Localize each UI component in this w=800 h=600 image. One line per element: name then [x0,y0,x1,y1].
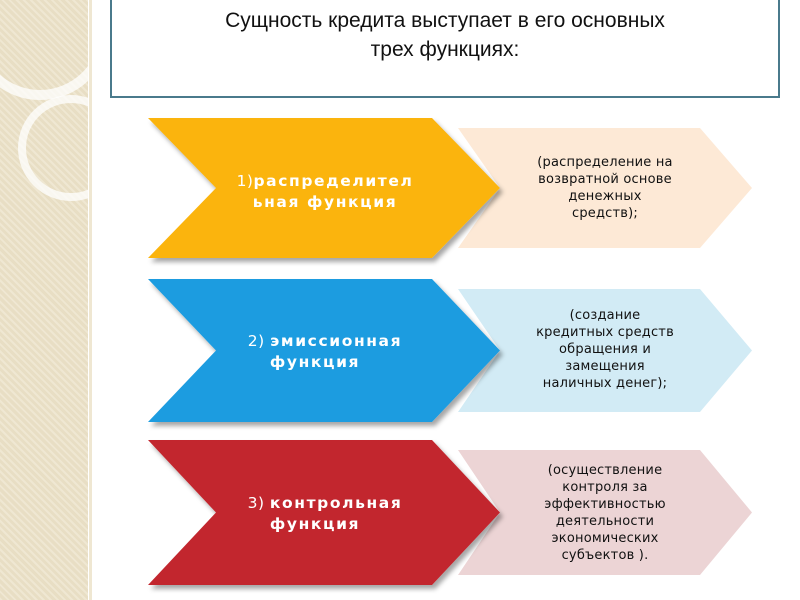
function-1-desc-line: возвратной основе [538,172,672,187]
function-3-name-line-1: 3) контрольная [247,494,403,512]
function-3-desc-line: эффективностью [544,497,666,512]
function-1-name-line-2: ьная функция [252,193,398,211]
function-2-desc-line: наличных денег); [542,376,668,391]
decorative-ring [0,0,88,100]
function-2-chevron [148,279,500,422]
function-3-desc-line: контроля за [562,480,648,495]
title-line-2: трех функциях: [370,38,520,61]
function-2-description: (создание кредитных средств обращения и … [490,307,720,392]
function-1-desc-line: средств); [571,206,639,221]
function-3-desc-line: экономических [551,531,659,546]
function-2-description-chevron [458,289,752,412]
function-3-desc-line: деятельности [555,514,655,529]
function-2-desc-line: (создание [569,308,641,323]
function-2-name-line-2: функция [269,353,361,371]
function-1-chevron [148,118,500,258]
function-3-name-line-2: функция [269,515,361,533]
function-2-desc-line: обращения и [559,342,651,357]
title-box: Сущность кредита выступает в его основны… [110,0,780,98]
function-3-description-chevron [458,450,752,575]
function-1-desc-line: денежных [568,189,642,204]
function-1-name-line-1: 1)распределител [236,172,414,190]
function-2-desc-line: замещения [565,359,645,374]
function-1-description-chevron [458,128,752,248]
function-1-label: 1)распределител ьная функция [190,171,460,213]
function-1-description: (распределение на возвратной основе дене… [490,154,720,222]
page-title: Сущность кредита выступает в его основны… [112,6,778,64]
decorative-side-strip [0,0,88,600]
decorative-divider [89,0,92,600]
function-2-name-line-1: 2) эмиссионная [247,332,403,350]
function-1-desc-line: (распределение на [537,155,673,170]
title-line-1: Сущность кредита выступает в его основны… [225,9,665,32]
function-3-desc-line: субъектов ). [561,548,649,563]
function-3-number: 3) [247,494,270,512]
decorative-ring [18,95,88,201]
function-1-number: 1) [236,172,254,190]
function-2-label: 2) эмиссионная функция [190,331,460,373]
function-3-desc-line: (осуществление [547,463,663,478]
function-3-label: 3) контрольная функция [190,493,460,535]
function-3-description: (осуществление контроля за эффективность… [490,462,720,564]
function-2-number: 2) [247,332,271,350]
function-3-chevron [148,440,500,585]
function-2-desc-line: кредитных средств [536,325,674,340]
